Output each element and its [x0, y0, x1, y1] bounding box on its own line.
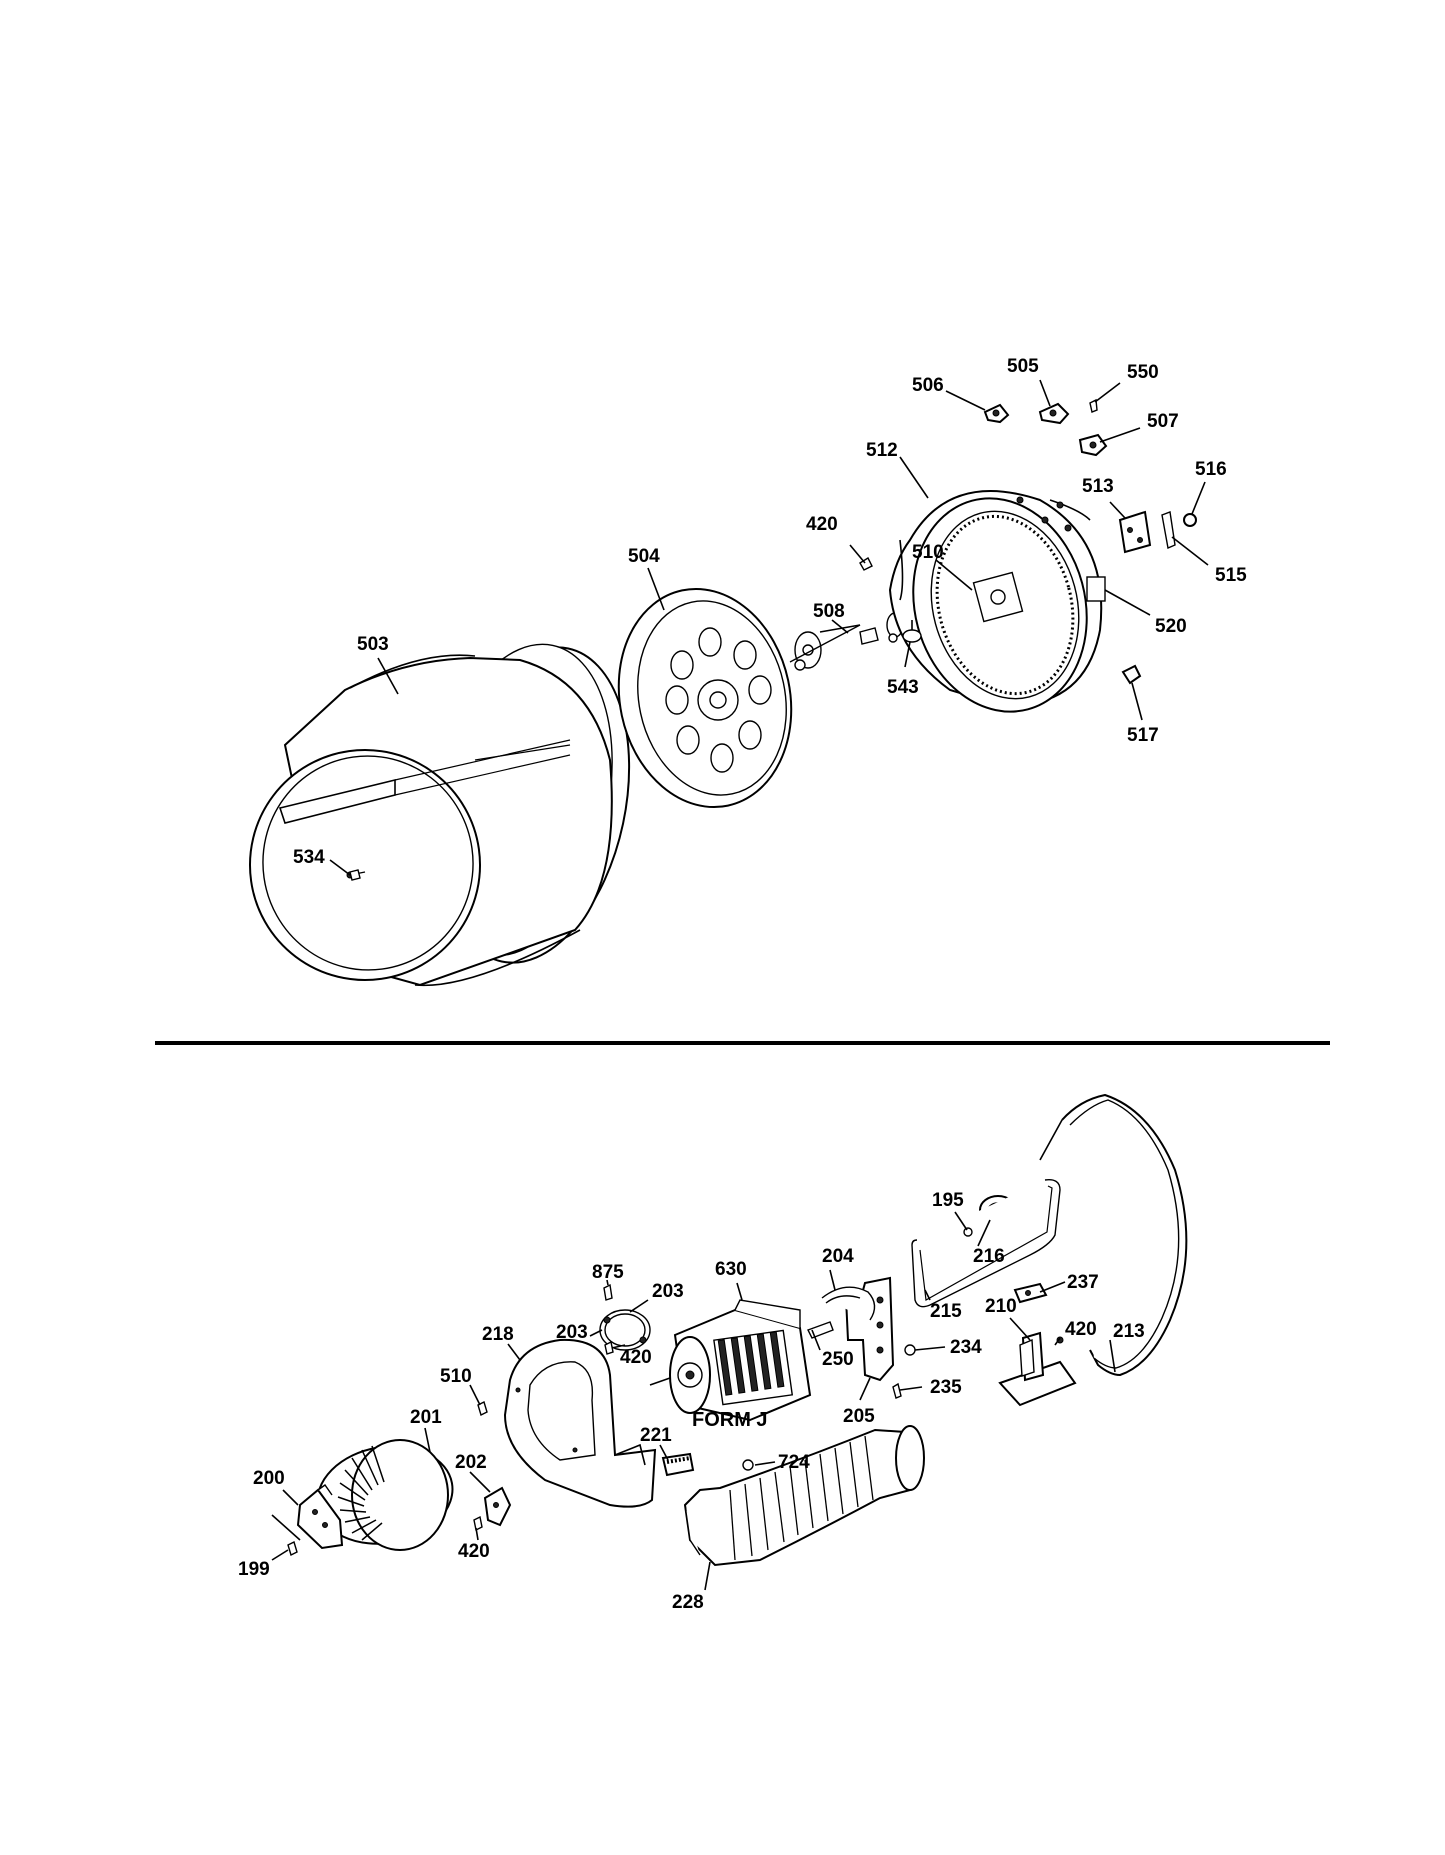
thermostat-505	[1038, 402, 1070, 425]
callout-724: 724	[778, 1452, 810, 1473]
screw-420-blower	[473, 1515, 483, 1532]
clip-517	[1121, 664, 1142, 685]
drum-503	[249, 643, 631, 987]
callout-235: 235	[930, 1377, 962, 1398]
callout-420: 420	[806, 514, 838, 535]
callout-507: 507	[1147, 411, 1179, 432]
callout-543: 543	[887, 677, 919, 698]
callout-515: 515	[1215, 565, 1247, 586]
callout-213: 213	[1113, 1321, 1145, 1342]
callout-516: 516	[1195, 459, 1227, 480]
bearing-508	[789, 612, 904, 671]
rear-head-504	[617, 587, 793, 809]
callout-517: 517	[1127, 725, 1159, 746]
nut-195	[963, 1227, 973, 1237]
switch-210	[998, 1331, 1077, 1407]
bracket-515	[1161, 511, 1176, 549]
callout-550: 550	[1127, 362, 1159, 383]
screw-420-motor	[604, 1340, 614, 1355]
callout-875: 875	[592, 1262, 624, 1283]
form-label: FORM J	[692, 1409, 768, 1431]
callout-503: 503	[357, 634, 389, 655]
callout-221: 221	[640, 1425, 672, 1446]
callout-510: 510	[912, 542, 944, 563]
belt-213	[1039, 1093, 1188, 1377]
callout-250: 250	[822, 1349, 854, 1370]
leader-lines-bottom	[271, 1211, 1116, 1591]
nut-234	[904, 1344, 916, 1356]
bracket-202	[483, 1486, 512, 1527]
screw-534	[349, 869, 361, 881]
screw-724	[742, 1459, 754, 1471]
screw-235	[892, 1382, 902, 1399]
idler-arm-215	[911, 1179, 1061, 1308]
clamp-204	[821, 1286, 876, 1321]
callout-630: 630	[715, 1259, 747, 1280]
callout-201: 201	[410, 1407, 442, 1428]
callout-534: 534	[293, 847, 325, 868]
callout-202: 202	[455, 1452, 487, 1473]
callout-506: 506	[912, 375, 944, 396]
callout-508: 508	[813, 601, 845, 622]
screw-875	[603, 1283, 613, 1301]
motor-630	[649, 1299, 834, 1422]
screw-550	[1089, 398, 1098, 413]
callout-420: 420	[1065, 1319, 1097, 1340]
callout-205: 205	[843, 1406, 875, 1427]
drum-assembly-group: 503 504 534 420 508 543 512 510 506 505 …	[249, 356, 1247, 987]
callout-520: 520	[1155, 616, 1187, 637]
callout-420: 420	[458, 1541, 490, 1562]
strip-221	[661, 1452, 695, 1477]
callout-216: 216	[973, 1246, 1005, 1267]
screw-510	[477, 1401, 488, 1416]
screw-199	[287, 1541, 298, 1556]
callout-200: 200	[253, 1468, 285, 1489]
clip-237	[1013, 1282, 1048, 1304]
motor-blower-group: 195 216 237 215 210 420 213 234 235 204 …	[238, 1093, 1188, 1613]
callout-512: 512	[866, 440, 898, 461]
blower-housing-218	[503, 1338, 657, 1508]
callout-228: 228	[672, 1592, 704, 1613]
callout-218: 218	[482, 1324, 514, 1345]
callout-513: 513	[1082, 476, 1114, 497]
callout-420: 420	[620, 1347, 652, 1368]
screw-420-top	[859, 556, 873, 571]
callout-203: 203	[652, 1281, 684, 1302]
nut-516	[1183, 513, 1197, 527]
callout-234: 234	[950, 1337, 982, 1358]
motor-clamp-203	[599, 1309, 651, 1351]
callout-210: 210	[985, 1296, 1017, 1317]
leader-lines-top	[329, 379, 1209, 876]
callout-215: 215	[930, 1301, 962, 1322]
bolt-543	[902, 620, 922, 643]
plate-513	[1118, 510, 1152, 554]
callout-237: 237	[1067, 1272, 1099, 1293]
thermostat-507	[1078, 433, 1108, 457]
callout-204: 204	[822, 1246, 854, 1267]
callout-510: 510	[440, 1366, 472, 1387]
duct-228	[683, 1425, 925, 1567]
bracket-200	[296, 1484, 344, 1550]
blower-wheel-201	[316, 1439, 454, 1551]
callout-203: 203	[556, 1322, 588, 1343]
thermostat-506	[983, 403, 1010, 424]
callout-199: 199	[238, 1559, 270, 1580]
callout-504: 504	[628, 546, 660, 567]
rear-panel-512	[888, 490, 1106, 713]
callout-505: 505	[1007, 356, 1039, 377]
callout-195: 195	[932, 1190, 964, 1211]
